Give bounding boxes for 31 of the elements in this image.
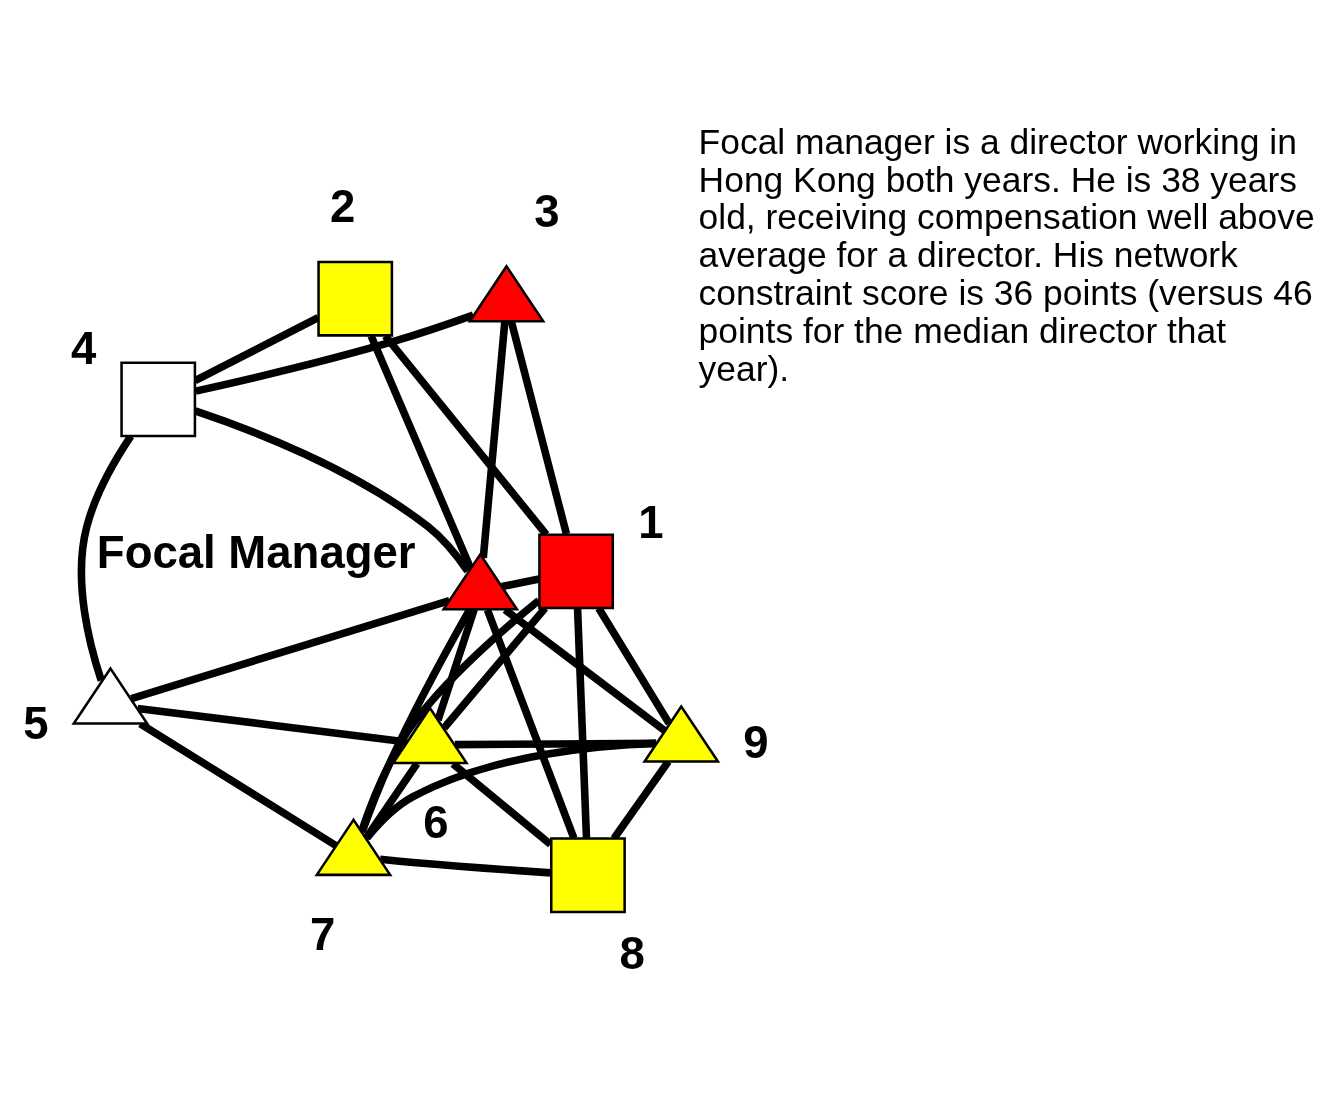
connector [379,855,552,877]
node-label: 3 [534,185,560,237]
node-box [317,260,394,337]
node-label: 2 [330,180,356,232]
node-label: 9 [743,716,769,768]
node-triangle [390,705,469,764]
node-triangle [441,551,520,611]
node-triangle [642,703,721,763]
connector [501,574,541,590]
node-label: 4 [70,322,97,374]
node-label: 7 [310,908,336,960]
node-box [550,836,626,913]
node-label: 8 [619,927,645,979]
connector [130,596,451,702]
connector [454,739,657,748]
node-box [538,532,615,609]
connector [364,739,657,840]
node-label: 1 [638,496,664,548]
connector [573,608,591,838]
node-triangle [71,665,150,725]
node-triangle [467,263,546,323]
label: Focal manager is a director working in Hong Kong both years. He is 38 years old, receiving compensation well above average for a director. His network constraint score is 36 points (versus 46 points for the median director that year). [698,121,1315,389]
connector [194,311,475,395]
node-label: Focal Manager [96,526,416,578]
node-triangle [314,817,393,876]
node-label: 6 [423,796,449,848]
node-label: 5 [23,697,49,749]
node-box [120,360,197,437]
connector [479,320,509,558]
connector [483,608,578,839]
connector [507,320,571,535]
